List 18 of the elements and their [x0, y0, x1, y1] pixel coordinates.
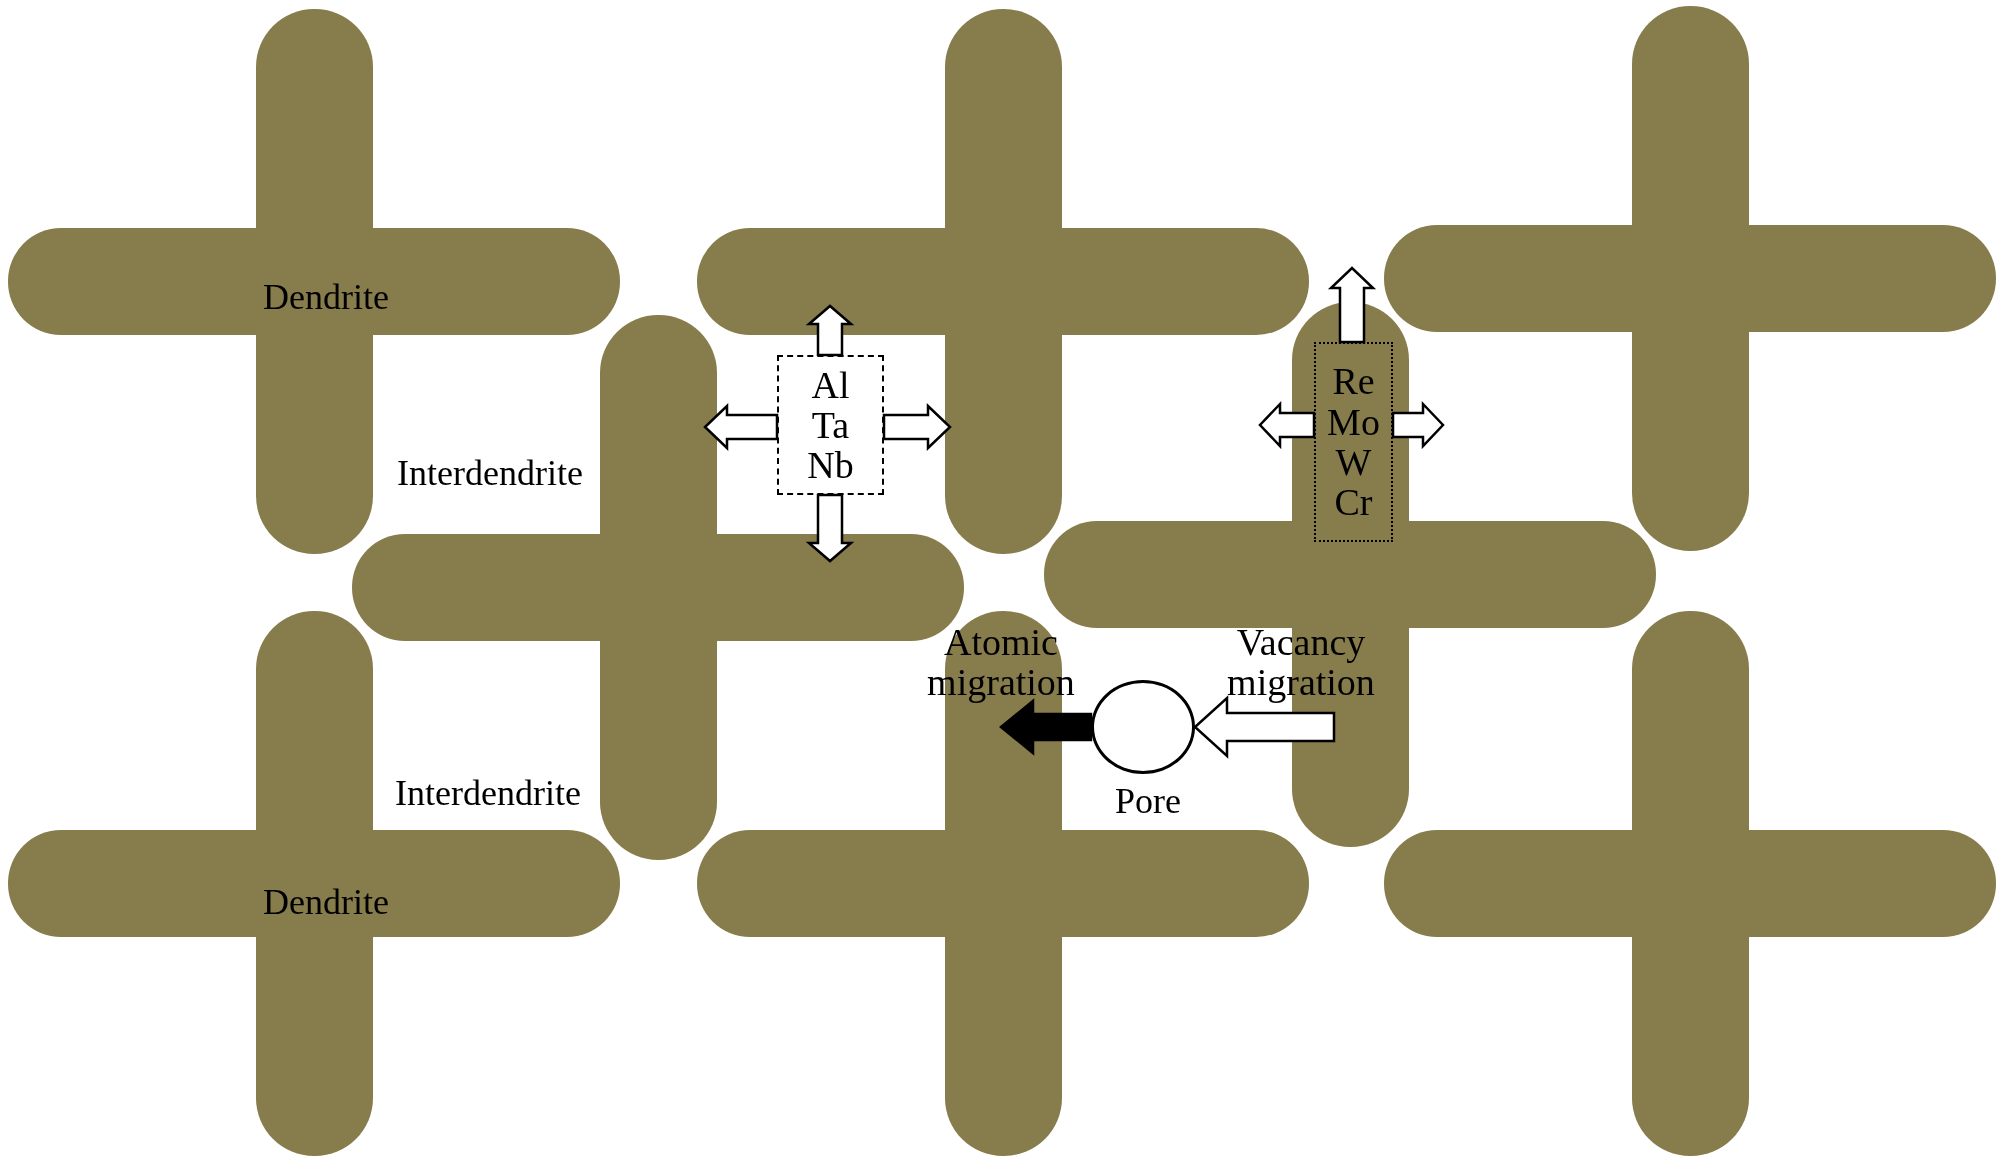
solid-arrow: [999, 698, 1093, 756]
hollow-arrow: [805, 493, 855, 563]
element-list: Al Ta Nb: [807, 364, 854, 486]
region-label: Dendrite: [263, 279, 389, 315]
element-box: [1314, 342, 1393, 542]
region-label: Dendrite: [263, 884, 389, 920]
element-list: Re Mo W Cr: [1327, 361, 1380, 523]
hollow-arrow: [805, 304, 855, 357]
element-box: [777, 355, 884, 495]
hollow-arrow: [1391, 400, 1445, 450]
hollow-arrow: [1327, 266, 1377, 344]
hollow-arrow: [882, 403, 952, 451]
hollow-arrow: [1258, 400, 1316, 450]
pore-label: Pore: [1115, 783, 1181, 819]
region-label: Interdendrite: [395, 775, 581, 811]
hollow-arrow: [1193, 695, 1336, 759]
region-label: Interdendrite: [397, 455, 583, 491]
hollow-arrow: [703, 403, 779, 451]
